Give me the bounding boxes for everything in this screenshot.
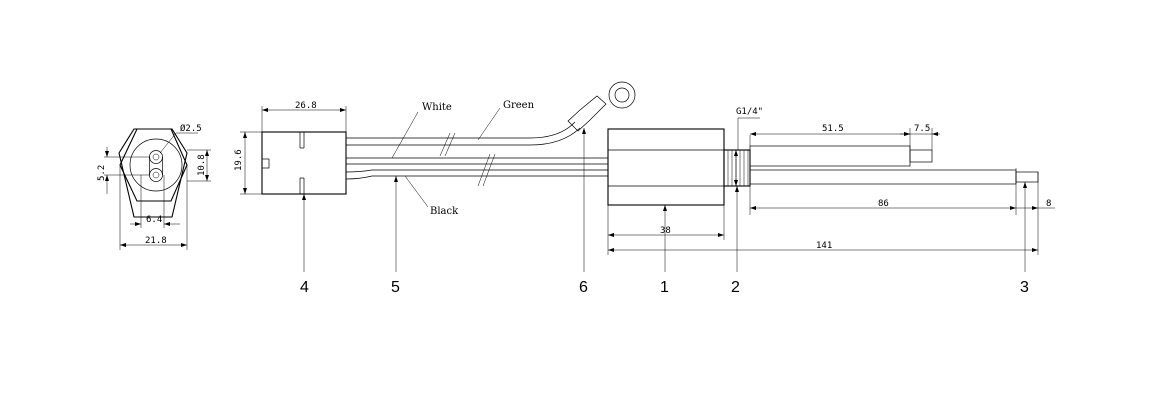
total-length-label: 141 — [816, 241, 832, 251]
probe-section-label: 51.5 — [822, 124, 844, 134]
connector-height-label: 19.6 — [234, 149, 244, 171]
sensor-body: G1/4" 38 — [607, 107, 763, 255]
hex-height-label: 10.8 — [197, 154, 207, 176]
hex-width-label: 21.8 — [145, 236, 167, 246]
pin-hole-bottom — [149, 168, 163, 182]
callout-2: 2 — [731, 279, 740, 296]
probe-length-label: 86 — [878, 199, 889, 209]
wire-label-white: White — [422, 102, 452, 113]
callout-1: 1 — [660, 279, 669, 296]
wire-label-green: Green — [503, 100, 535, 111]
probe: 51.5 7.5 86 8 141 — [608, 124, 1055, 255]
end-view: Ø2.5 5.2 10.8 6.4 21.8 — [97, 123, 211, 250]
hex-outline — [118, 128, 188, 218]
pin-offset-label: 6.4 — [146, 215, 162, 225]
body-length-label: 38 — [660, 226, 671, 236]
hole-diameter-label: Ø2.5 — [180, 123, 202, 134]
callout-4: 4 — [300, 279, 309, 296]
probe-tip-label: 7.5 — [914, 124, 930, 134]
callout-5: 5 — [391, 279, 400, 296]
callout-3: 3 — [1020, 279, 1029, 296]
inner-circle — [129, 138, 183, 192]
callout-6: 6 — [579, 279, 588, 296]
end-length-label: 8 — [1046, 199, 1051, 209]
wires: White Green Black — [345, 81, 636, 217]
callouts: 4 5 6 1 2 3 — [300, 128, 1029, 296]
thread-label: G1/4" — [736, 107, 763, 117]
connector-length-label: 26.8 — [295, 101, 317, 111]
pin-spacing-label: 5.2 — [97, 165, 107, 181]
ring-terminal — [567, 81, 636, 132]
wire-label-black: Black — [430, 206, 459, 217]
connector: 26.8 19.6 — [234, 101, 347, 195]
